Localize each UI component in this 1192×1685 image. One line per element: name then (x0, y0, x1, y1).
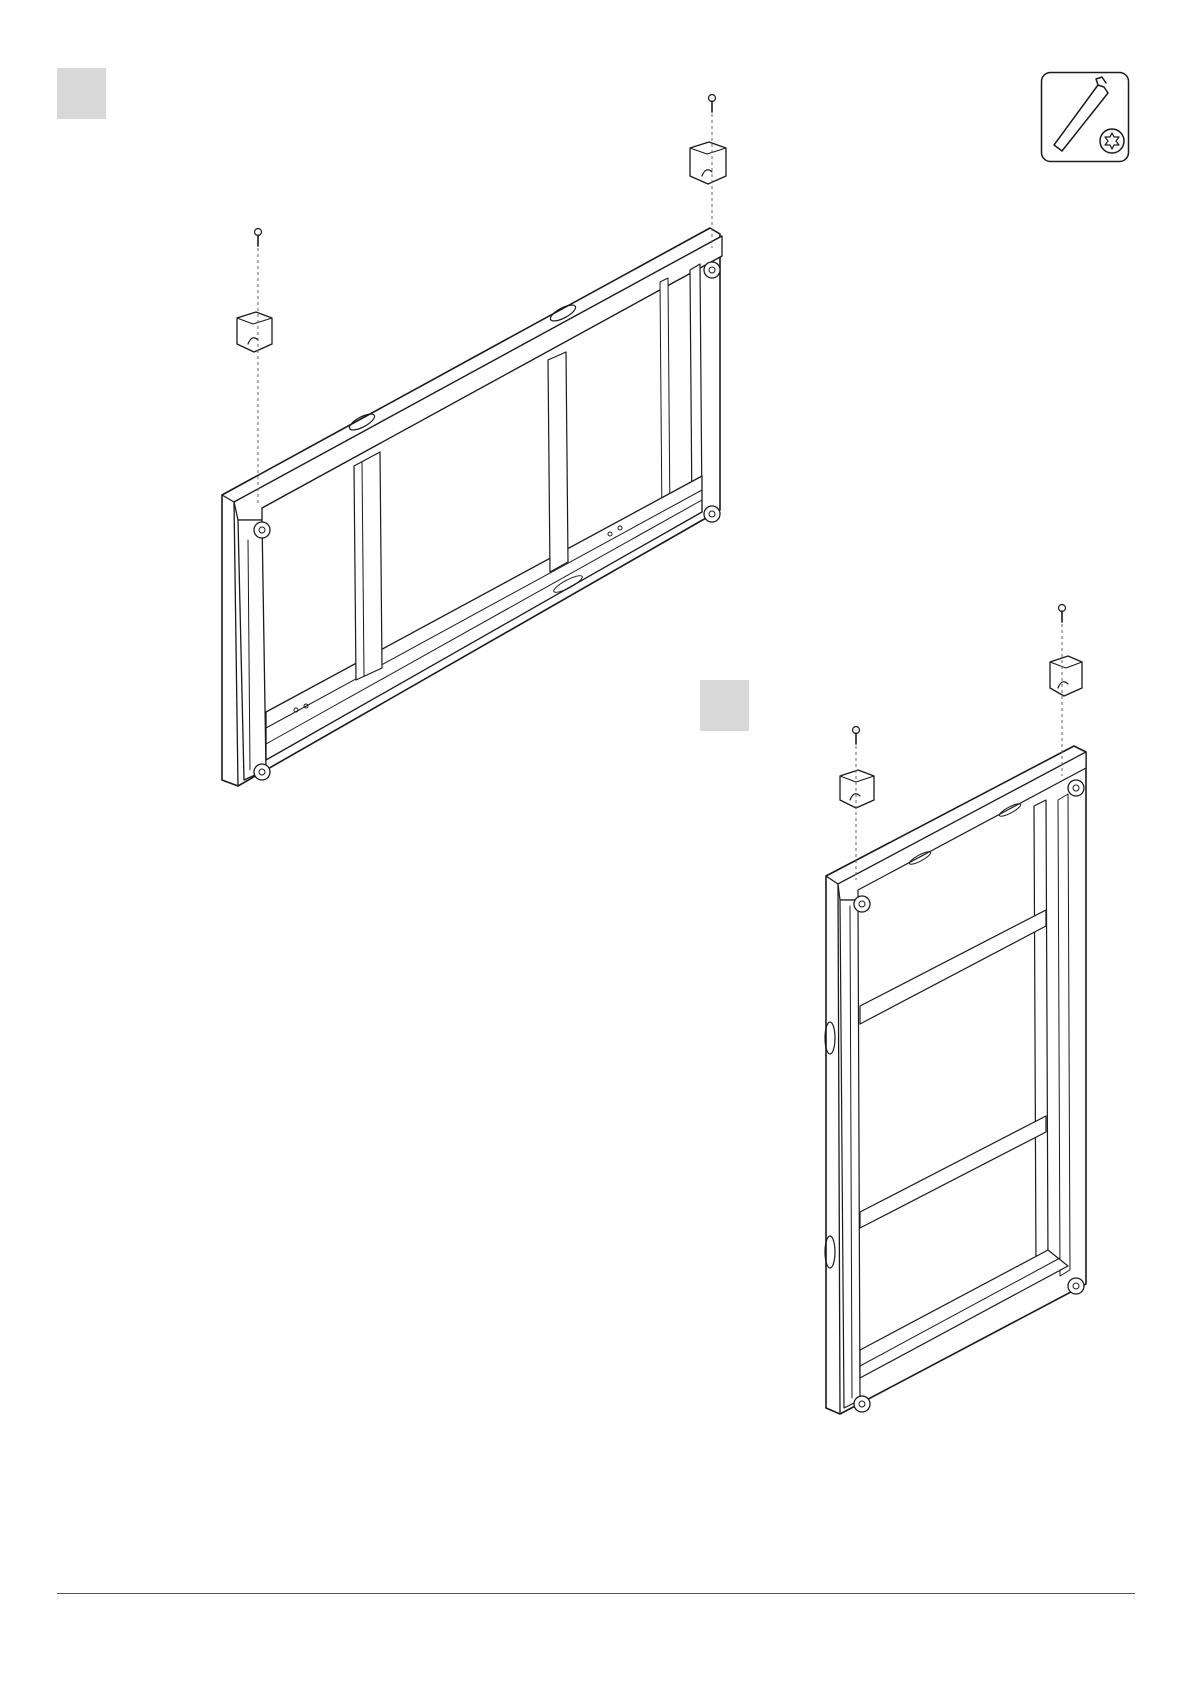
screw-icon (853, 727, 860, 745)
landscape-frame (222, 228, 722, 786)
corner-knob (254, 764, 270, 780)
screw-icon (1059, 605, 1066, 623)
clip-bracket-icon (690, 142, 726, 184)
corner-knob (1068, 780, 1084, 796)
corner-knob (854, 896, 870, 912)
corner-knob (854, 1396, 870, 1412)
corner-knob (704, 262, 720, 278)
screw-icon (255, 229, 262, 247)
corner-knob (704, 506, 720, 522)
corner-knob (254, 522, 270, 538)
corner-knob (1068, 1278, 1084, 1294)
clip-bracket-icon (840, 770, 874, 808)
screw-icon (709, 95, 716, 113)
footer-divider (57, 1593, 1135, 1594)
clip-bracket-icon (1050, 656, 1082, 696)
portrait-frame (825, 746, 1086, 1414)
clip-bracket-icon (237, 312, 272, 352)
